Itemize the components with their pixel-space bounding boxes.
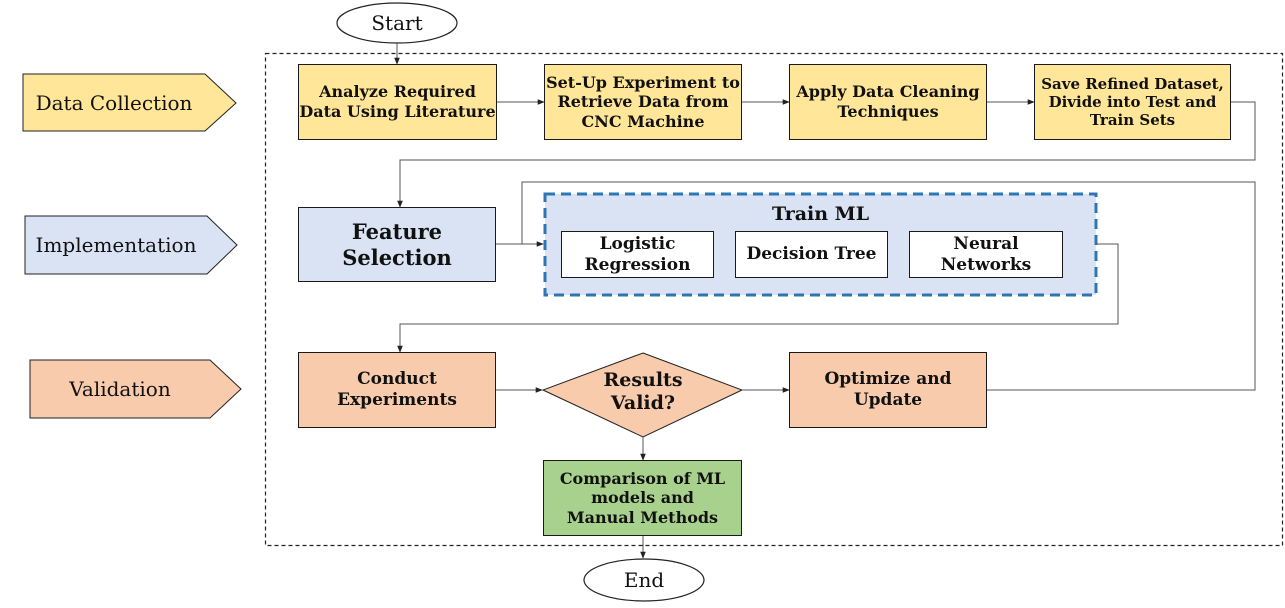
phase-label-data-collection: Data Collection <box>35 90 193 115</box>
phase-data-collection-shape <box>22 73 237 132</box>
decision-tree-box: Decision Tree <box>735 231 888 278</box>
results-valid-label: Results Valid? <box>603 369 683 414</box>
arrow-save-to-feature <box>397 101 1256 208</box>
train-ml-title: Train ML <box>771 202 870 225</box>
phase-validation-shape <box>29 359 242 419</box>
arrow-optimize-loop-to-trainml <box>521 181 1256 391</box>
process-boundary <box>264 52 1284 547</box>
neural-networks-box: Neural Networks <box>909 231 1063 278</box>
feature-selection-box: Feature Selection <box>298 207 496 282</box>
start-terminal: Start <box>371 11 423 35</box>
arrow-trainml-to-conduct <box>397 243 1119 353</box>
comparison-box: Comparison of ML models and Manual Metho… <box>543 460 742 536</box>
phase-label-validation: Validation <box>69 377 171 401</box>
phase-label-implementation: Implementation <box>35 233 197 257</box>
data-cleaning-box: Apply Data Cleaning Techniques <box>789 64 987 140</box>
end-terminal: End <box>623 568 665 592</box>
save-dataset-box: Save Refined Dataset, Divide into Test a… <box>1034 64 1231 140</box>
optimize-update-box: Optimize and Update <box>789 352 987 428</box>
logistic-regression-box: Logistic Regression <box>561 231 714 278</box>
setup-experiment-box: Set-Up Experiment to Retrieve Data from … <box>544 64 742 140</box>
end-terminal-shape <box>583 558 705 602</box>
analyze-data-box: Analyze Required Data Using Literature <box>298 64 497 140</box>
phase-implementation-shape <box>24 215 238 275</box>
conduct-experiments-box: Conduct Experiments <box>298 352 496 428</box>
